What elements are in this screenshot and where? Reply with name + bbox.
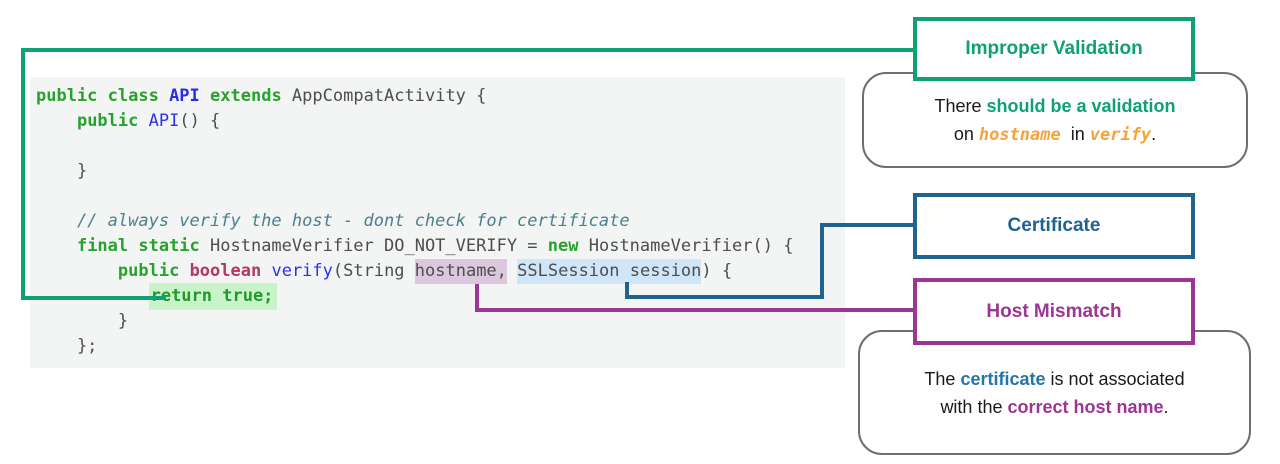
host-mismatch-callout: Host Mismatch — [913, 278, 1195, 345]
code-text: public class API extends AppCompatActivi… — [30, 77, 845, 359]
code-line: } — [36, 161, 88, 181]
code-snippet-panel: public class API extends AppCompatActivi… — [30, 77, 845, 368]
validation-note-bubble: There should be a validation on hostname … — [862, 72, 1248, 168]
improper-validation-label: Improper Validation — [965, 38, 1143, 59]
connector-certificate-drop — [625, 282, 629, 299]
connector-host-mismatch-to-box — [475, 308, 913, 312]
connector-improper-validation-to-return — [21, 296, 166, 300]
connector-improper-validation-vertical — [21, 48, 25, 300]
improper-validation-callout: Improper Validation — [913, 17, 1195, 81]
code-line: public class API extends AppCompatActivi… — [36, 86, 487, 106]
code-line: public boolean verify(String hostname, S… — [36, 259, 845, 284]
code-line — [36, 184, 845, 209]
certificate-label: Certificate — [1007, 215, 1101, 236]
host-mismatch-label: Host Mismatch — [986, 300, 1122, 322]
certificate-callout: Certificate — [913, 193, 1195, 259]
connector-certificate-horizontal-low — [625, 295, 824, 299]
note-line: with the correct host name. — [940, 396, 1169, 417]
note-line: on hostname in verify. — [953, 123, 1157, 145]
host-mismatch-note-bubble: The certificate is not associated with th… — [858, 330, 1251, 455]
code-line: public API() { — [76, 111, 221, 131]
connector-improper-validation-top — [21, 48, 913, 52]
note-line: There should be a validation — [934, 95, 1176, 116]
code-line: } — [36, 311, 129, 331]
connector-host-mismatch-drop — [475, 284, 479, 312]
code-line: final static HostnameVerifier DO_NOT_VER… — [76, 236, 794, 256]
code-line — [36, 134, 845, 159]
code-line: return true; — [36, 283, 845, 310]
note-line: The certificate is not associated — [924, 368, 1185, 389]
code-line: // always verify the host - dont check f… — [36, 211, 630, 231]
connector-certificate-to-box — [820, 223, 913, 227]
connector-certificate-riser — [820, 223, 824, 299]
code-line: }; — [36, 336, 98, 356]
